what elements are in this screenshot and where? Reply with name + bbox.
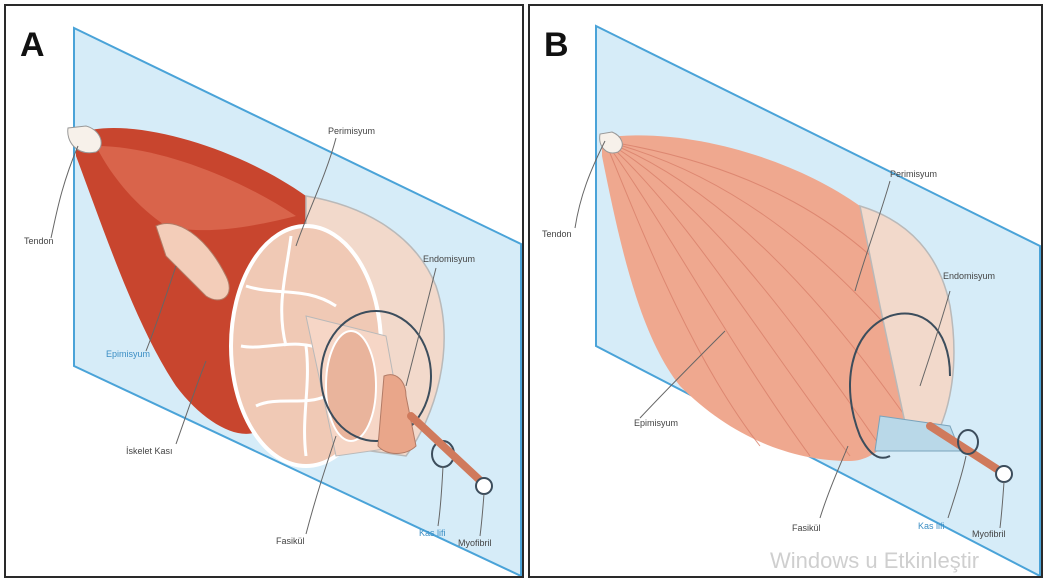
label-myofibril-a: Myofibril [458, 538, 492, 548]
label-tendon-b: Tendon [542, 229, 572, 239]
label-myofibril-b: Myofibril [972, 529, 1006, 539]
label-endomysium-b: Endomisyum [943, 271, 995, 281]
label-fascicle-b: Fasikül [792, 523, 821, 533]
panel-b-illustration [530, 6, 1043, 578]
fascicle-end [326, 331, 376, 441]
myofibril-ring [476, 478, 492, 494]
panel-b: B Tendon Perimisyum Endomisyum Epimisyum… [528, 4, 1043, 578]
panel-a-letter: A [20, 26, 45, 65]
panel-a: A Tendon Perimisyum Endomisyum Epimisyum… [4, 4, 524, 578]
label-skeletal-tissue-a: İskelet Kası [126, 446, 173, 456]
label-perimysium-a: Perimisyum [328, 126, 375, 136]
label-epimysium-a: Epimisyum [106, 349, 150, 359]
label-muscle-fiber-b: Kas lifi [918, 521, 945, 531]
label-endomysium-a: Endomisyum [423, 254, 475, 264]
label-perimysium-b: Perimisyum [890, 169, 937, 179]
myofibril-ring [996, 466, 1012, 482]
label-muscle-fiber-a: Kas lifi [419, 528, 446, 538]
panel-a-illustration [6, 6, 524, 578]
label-tendon-a: Tendon [24, 236, 54, 246]
label-fascicle-a: Fasikül [276, 536, 305, 546]
panel-b-letter: B [544, 26, 569, 65]
activation-watermark: Windows u Etkinleştir [770, 548, 979, 574]
label-epimysium-b: Epimisyum [634, 418, 678, 428]
